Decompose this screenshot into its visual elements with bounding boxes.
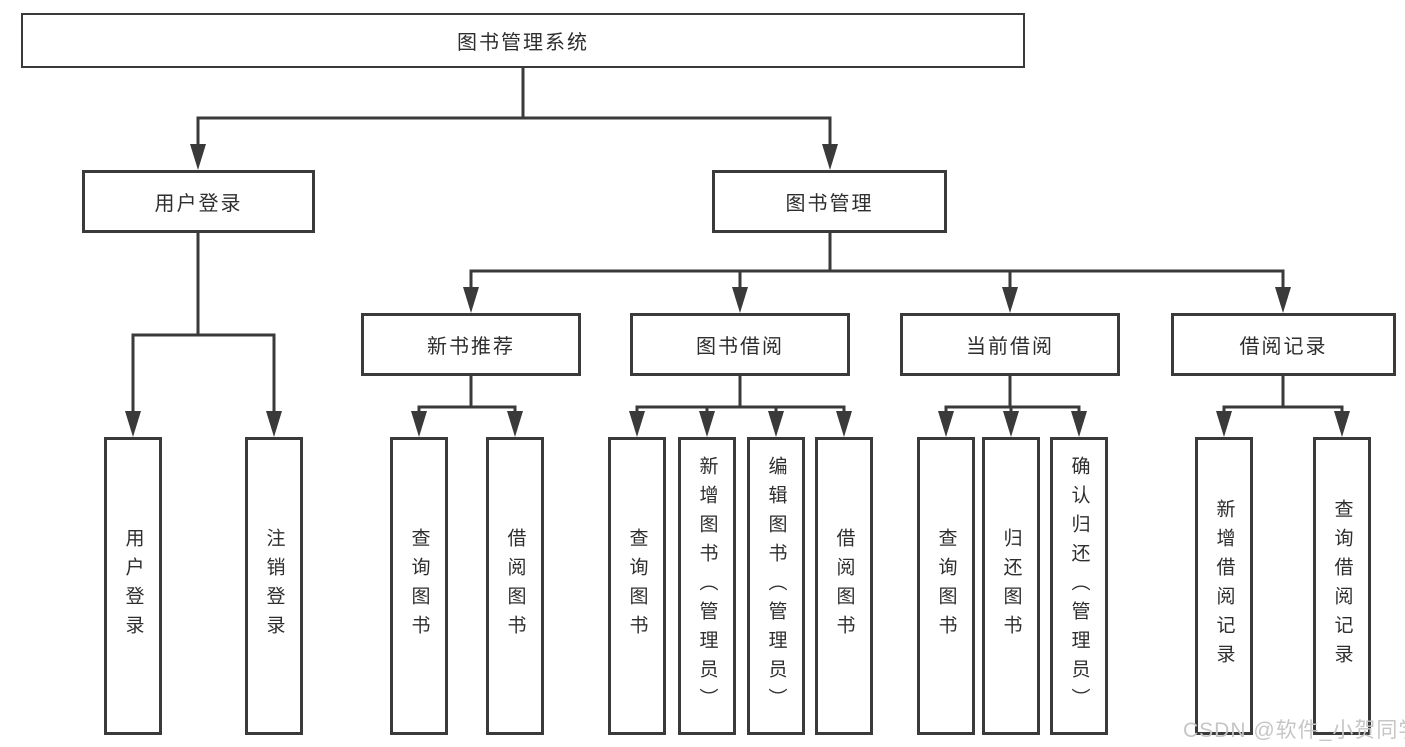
node-current-borrowing: 当前借阅 — [900, 313, 1120, 376]
leaf-user-login-label: 用户登录 — [122, 528, 144, 644]
leaf-borrow-books-borrowing: 借阅图书 — [815, 437, 873, 735]
leaf-confirm-return-admin: 确认归还（管理员） — [1050, 437, 1108, 735]
leaf-query-borrow-record: 查询借阅记录 — [1313, 437, 1371, 735]
leaf-query-books-borrowing: 查询图书 — [608, 437, 666, 735]
leaf-edit-book-admin: 编辑图书（管理员） — [747, 437, 805, 735]
node-root: 图书管理系统 — [21, 13, 1025, 68]
node-book-management-label: 图书管理 — [785, 193, 874, 215]
leaf-user-login: 用户登录 — [104, 437, 162, 735]
leaf-query-books-current-label: 查询图书 — [935, 528, 957, 644]
csdn-watermark: CSDN @软件_小贺同学 — [1183, 719, 1405, 742]
leaf-confirm-return-admin-label: 确认归还（管理员） — [1068, 455, 1090, 717]
leaf-edit-book-admin-label: 编辑图书（管理员） — [765, 455, 787, 717]
leaf-borrow-books-borrowing-label: 借阅图书 — [833, 528, 855, 644]
node-book-borrowing: 图书借阅 — [630, 313, 850, 376]
node-borrowing-records: 借阅记录 — [1171, 313, 1396, 376]
node-book-borrowing-label: 图书借阅 — [696, 336, 784, 358]
node-user-login-label: 用户登录 — [154, 193, 243, 215]
leaf-query-borrow-record-label: 查询借阅记录 — [1331, 499, 1353, 673]
node-root-label: 图书管理系统 — [457, 32, 589, 54]
leaf-query-books-current: 查询图书 — [917, 437, 975, 735]
node-new-book-recommend: 新书推荐 — [361, 313, 581, 376]
leaf-return-books-label: 归还图书 — [1000, 528, 1022, 644]
leaf-query-books-recommend: 查询图书 — [390, 437, 448, 735]
node-user-login: 用户登录 — [82, 170, 315, 233]
node-borrowing-records-label: 借阅记录 — [1239, 336, 1328, 358]
node-book-management: 图书管理 — [712, 170, 947, 233]
leaf-return-books: 归还图书 — [982, 437, 1040, 735]
leaf-add-borrow-record-label: 新增借阅记录 — [1213, 499, 1235, 673]
leaf-add-borrow-record: 新增借阅记录 — [1195, 437, 1253, 735]
leaf-logout-label: 注销登录 — [263, 528, 285, 644]
leaf-borrow-books-recommend: 借阅图书 — [486, 437, 544, 735]
leaf-logout: 注销登录 — [245, 437, 303, 735]
leaf-query-books-recommend-label: 查询图书 — [408, 528, 430, 644]
node-current-borrowing-label: 当前借阅 — [966, 336, 1054, 358]
leaf-query-books-borrowing-label: 查询图书 — [626, 528, 648, 644]
node-new-book-recommend-label: 新书推荐 — [427, 336, 515, 358]
leaf-add-book-admin: 新增图书（管理员） — [678, 437, 736, 735]
leaf-add-book-admin-label: 新增图书（管理员） — [696, 455, 718, 717]
leaf-borrow-books-recommend-label: 借阅图书 — [504, 528, 526, 644]
